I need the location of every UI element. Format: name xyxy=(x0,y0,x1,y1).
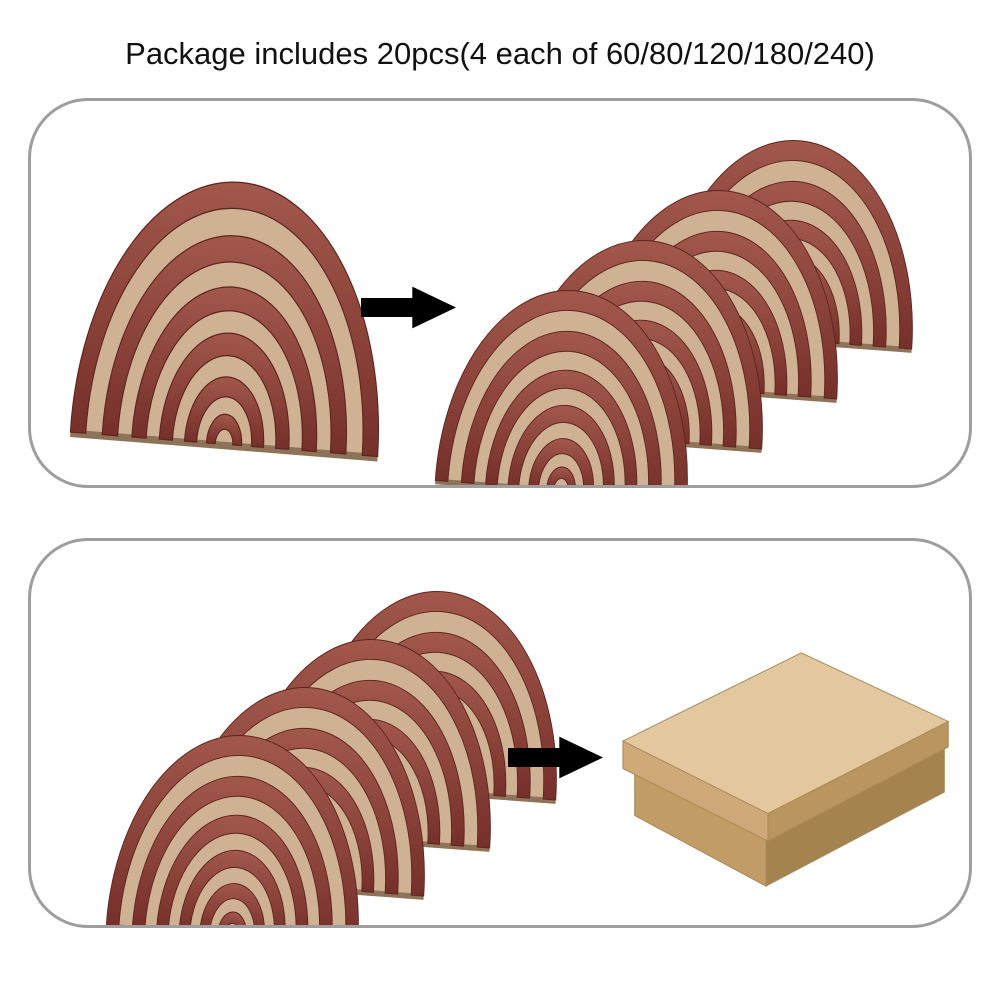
arrow-right-icon xyxy=(361,286,456,329)
sanding-belt-stack xyxy=(70,170,393,458)
panel-stacks-to-box xyxy=(28,538,972,928)
cardboard-box xyxy=(622,652,949,887)
page-title: Package includes 20pcs(4 each of 60/80/1… xyxy=(125,36,875,71)
panel-one-to-four xyxy=(28,98,972,488)
panel-two-graphic xyxy=(31,541,949,925)
panel-one-graphic xyxy=(31,101,969,485)
